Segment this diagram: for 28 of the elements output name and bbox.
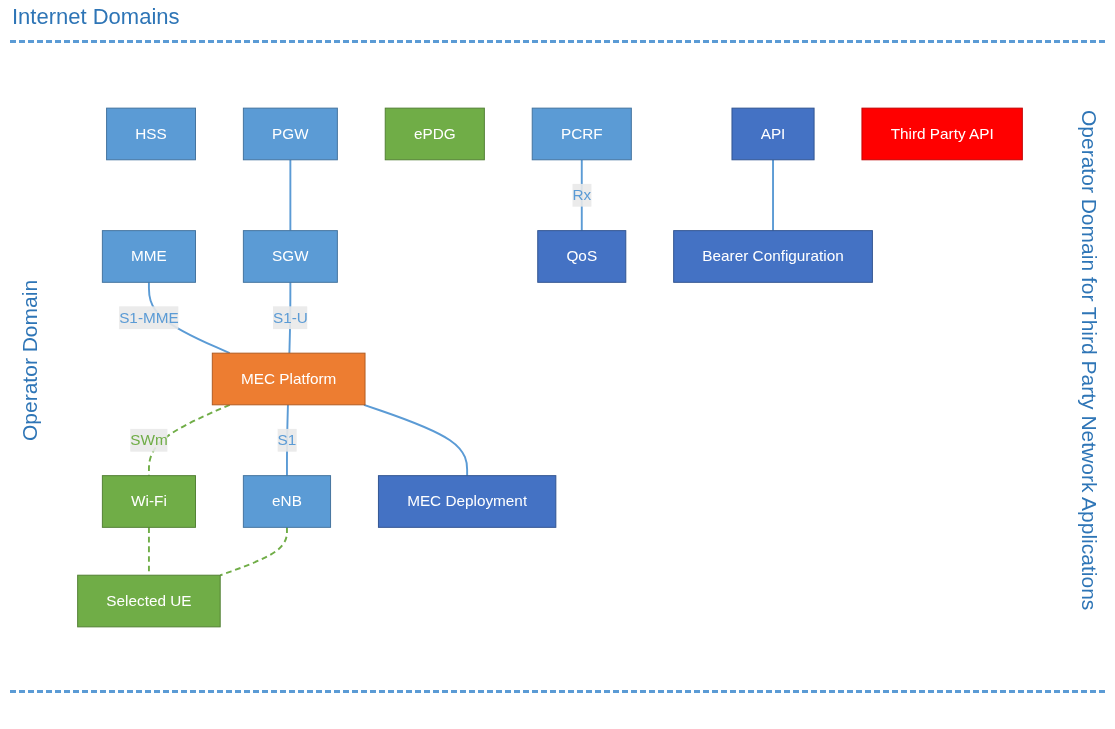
edge-label: S1-MME bbox=[119, 309, 179, 326]
node-box: MEC Platform bbox=[211, 352, 366, 406]
edge-label: S1-U bbox=[272, 309, 308, 326]
node-box: SGW bbox=[242, 230, 338, 283]
node-box: Third Party API bbox=[861, 107, 1023, 161]
node-box: Selected UE bbox=[77, 574, 221, 628]
node-box: MEC Deployment bbox=[377, 475, 557, 528]
domain-title: Internet Domains bbox=[12, 4, 180, 30]
node-box: PCRF bbox=[531, 107, 632, 161]
domain-title: Operator Domain for Third Party Network Applications bbox=[1077, 108, 1101, 613]
node-box: PGW bbox=[242, 107, 338, 161]
edge-label: S1 bbox=[277, 431, 297, 448]
connector bbox=[289, 158, 292, 232]
edge-label: Rx bbox=[572, 186, 592, 203]
node-box: eNB bbox=[242, 475, 332, 528]
node-box: QoS bbox=[537, 230, 627, 283]
node-box: API bbox=[731, 107, 815, 161]
node-box: HSS bbox=[106, 107, 196, 161]
connector bbox=[772, 158, 774, 232]
node-box: Wi-Fi bbox=[101, 475, 196, 528]
connector bbox=[219, 526, 288, 577]
edge-label: SWm bbox=[130, 431, 168, 448]
node-box: ePDG bbox=[384, 107, 485, 161]
connector bbox=[286, 403, 289, 477]
node-box: MME bbox=[101, 230, 196, 283]
domain-title: Operator Domain bbox=[18, 278, 42, 443]
connector bbox=[363, 403, 469, 477]
node-box: Bearer Configuration bbox=[673, 230, 873, 283]
